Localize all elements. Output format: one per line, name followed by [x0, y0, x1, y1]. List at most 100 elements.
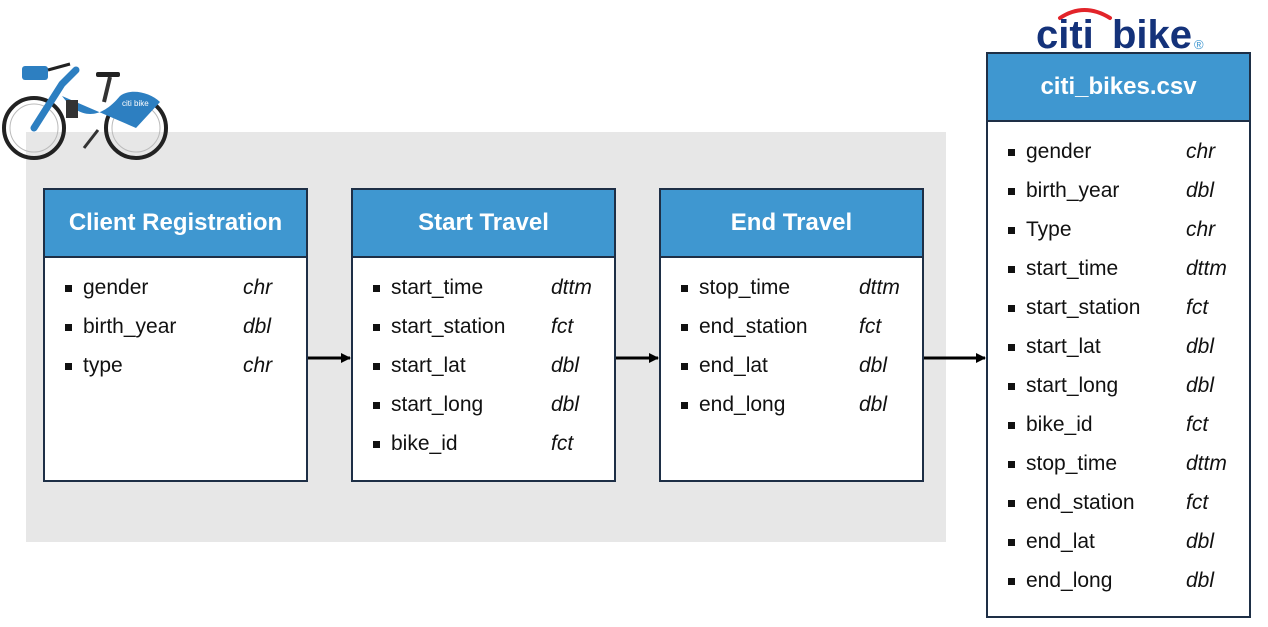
field-type: dttm: [859, 276, 900, 299]
field-type: dttm: [551, 276, 592, 299]
field-type: dttm: [1186, 257, 1227, 280]
field-row: stop_time dttm: [988, 448, 1249, 487]
bullet-icon: [373, 402, 380, 409]
field-type: fct: [859, 315, 882, 338]
field-type: dbl: [1186, 179, 1215, 202]
field-name: start_lat: [391, 354, 466, 377]
field-row: end_long dbl: [661, 389, 922, 428]
field-name: bike_id: [391, 432, 458, 455]
svg-text:citi: citi: [1036, 13, 1094, 54]
bullet-icon: [1008, 305, 1015, 312]
field-row: Type chr: [988, 214, 1249, 253]
field-row: start_station fct: [988, 292, 1249, 331]
bullet-icon: [373, 363, 380, 370]
citibike-logo: citi bike ®: [1036, 8, 1204, 54]
bullet-icon: [1008, 227, 1015, 234]
field-type: dbl: [1186, 374, 1215, 397]
field-type: chr: [1186, 218, 1216, 241]
bullet-icon: [1008, 383, 1015, 390]
bullet-icon: [681, 324, 688, 331]
field-type: dbl: [243, 315, 272, 338]
field-row: start_lat dbl: [353, 350, 614, 389]
field-name: end_long: [1026, 569, 1113, 592]
svg-text:®: ®: [1194, 37, 1204, 52]
field-type: dbl: [859, 393, 888, 416]
box-title: citi_bikes.csv: [988, 54, 1249, 122]
bullet-icon: [681, 402, 688, 409]
svg-text:citi bike: citi bike: [122, 99, 149, 108]
svg-text:bike: bike: [1112, 13, 1192, 54]
field-type: fct: [1186, 413, 1209, 436]
bullet-icon: [373, 285, 380, 292]
bullet-icon: [1008, 422, 1015, 429]
bullet-icon: [1008, 266, 1015, 273]
field-name: bike_id: [1026, 413, 1093, 436]
field-name: gender: [1026, 140, 1092, 163]
bullet-icon: [373, 441, 380, 448]
field-name: start_long: [391, 393, 484, 416]
field-row: birth_year dbl: [988, 175, 1249, 214]
field-row: end_lat dbl: [988, 526, 1249, 565]
field-name: start_time: [391, 276, 484, 299]
field-name: birth_year: [83, 315, 177, 338]
field-type: fct: [551, 315, 574, 338]
field-row: start_long dbl: [988, 370, 1249, 409]
field-name: start_time: [1026, 257, 1119, 280]
bullet-icon: [65, 363, 72, 370]
bullet-icon: [65, 324, 72, 331]
field-type: dbl: [1186, 530, 1215, 553]
field-name: Type: [1026, 218, 1072, 241]
bullet-icon: [1008, 500, 1015, 507]
field-row: end_station fct: [988, 487, 1249, 526]
field-row: end_station fct: [661, 311, 922, 350]
field-type: chr: [243, 276, 273, 299]
box-title: Start Travel: [353, 190, 614, 258]
field-name: end_lat: [1026, 530, 1095, 553]
bullet-icon: [681, 285, 688, 292]
field-name: end_long: [699, 393, 786, 416]
field-name: start_station: [1026, 296, 1141, 319]
field-type: dttm: [1186, 452, 1227, 475]
bullet-icon: [1008, 578, 1015, 585]
field-name: birth_year: [1026, 179, 1120, 202]
field-row: start_time dttm: [988, 253, 1249, 292]
field-type: dbl: [859, 354, 888, 377]
bullet-icon: [65, 285, 72, 292]
field-name: start_lat: [1026, 335, 1101, 358]
field-type: fct: [1186, 296, 1209, 319]
field-row: start_long dbl: [353, 389, 614, 428]
field-type: dbl: [551, 393, 580, 416]
bullet-icon: [373, 324, 380, 331]
field-row: gender chr: [988, 136, 1249, 175]
field-row: birth_year dbl: [45, 311, 306, 350]
field-type: dbl: [1186, 335, 1215, 358]
field-row: bike_id fct: [353, 428, 614, 467]
field-type: chr: [1186, 140, 1216, 163]
bullet-icon: [1008, 344, 1015, 351]
field-type: chr: [243, 354, 273, 377]
box-title: Client Registration: [45, 190, 306, 258]
box-title: End Travel: [661, 190, 922, 258]
field-name: stop_time: [699, 276, 791, 299]
bullet-icon: [1008, 539, 1015, 546]
field-name: type: [83, 354, 123, 377]
field-name: stop_time: [1026, 452, 1118, 475]
field-type: fct: [551, 432, 574, 455]
bullet-icon: [681, 363, 688, 370]
field-row: start_time dttm: [353, 272, 614, 311]
field-type: fct: [1186, 491, 1209, 514]
field-type: dbl: [551, 354, 580, 377]
bullet-icon: [1008, 149, 1015, 156]
field-name: end_station: [1026, 491, 1135, 514]
field-name: end_station: [699, 315, 808, 338]
field-name: start_long: [1026, 374, 1119, 397]
field-row: start_lat dbl: [988, 331, 1249, 370]
field-row: type chr: [45, 350, 306, 389]
